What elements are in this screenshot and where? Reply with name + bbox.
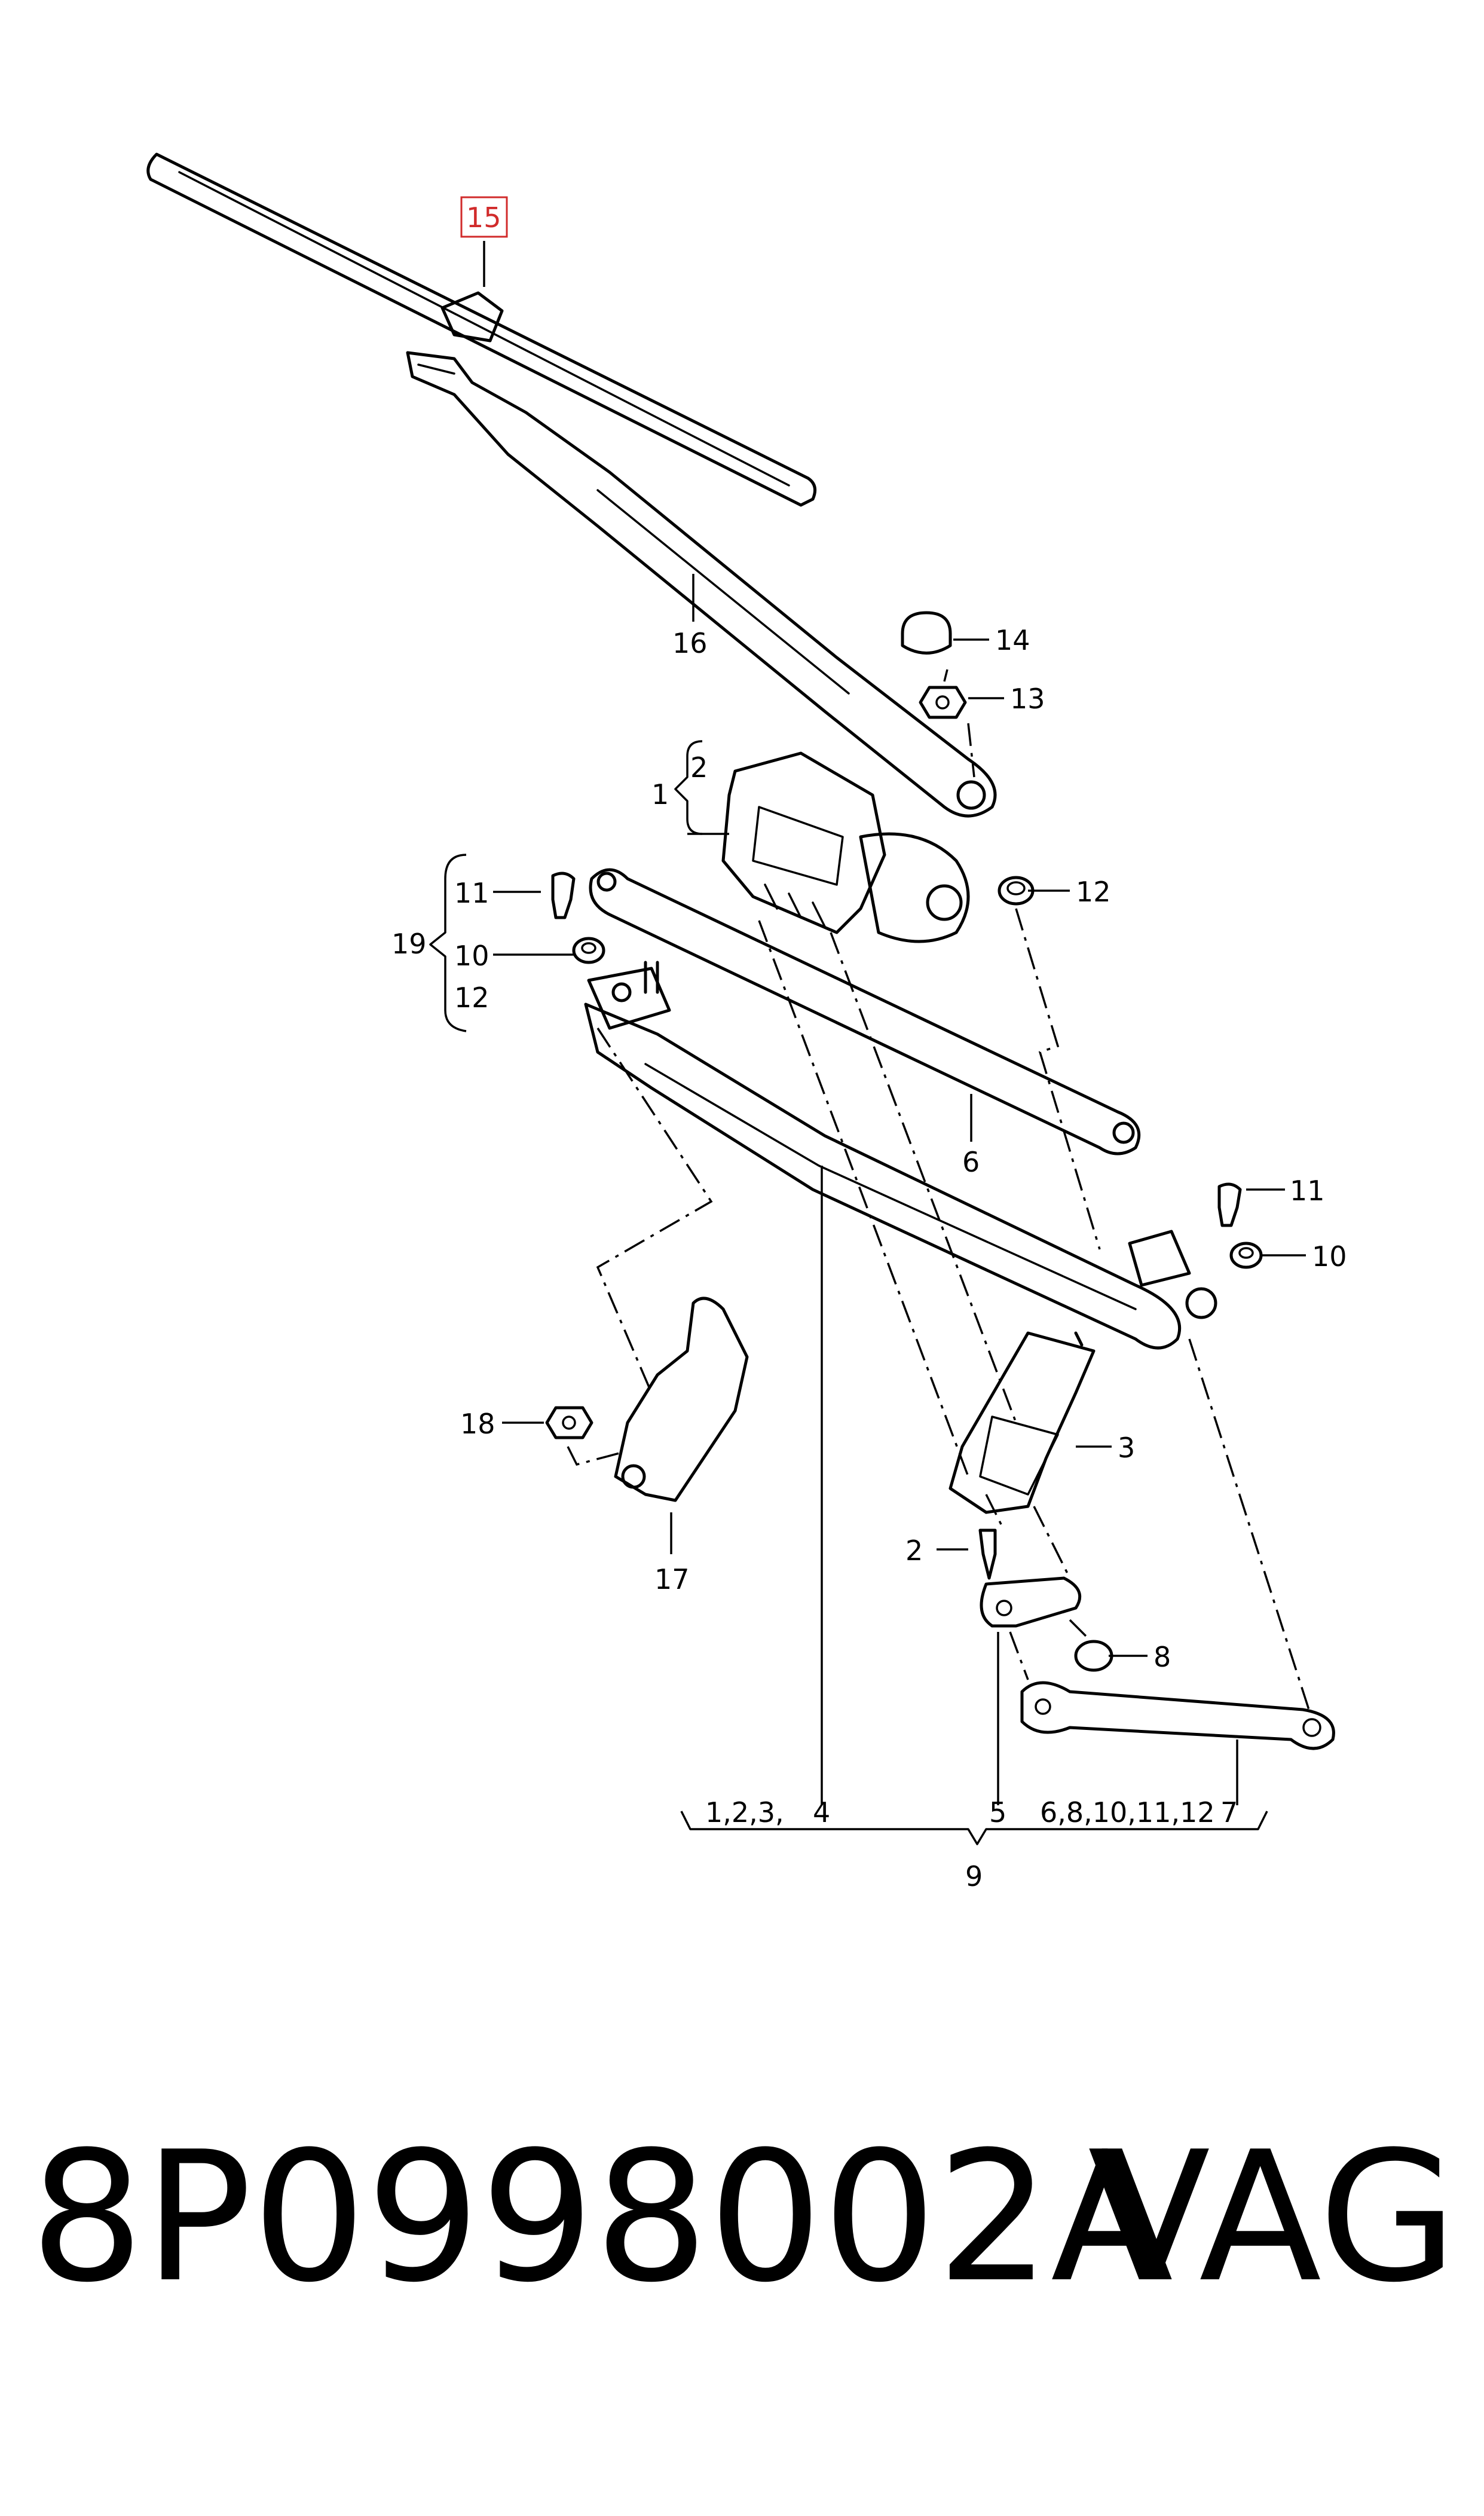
callout-10-left[interactable]: 10 bbox=[454, 940, 489, 972]
callout-16[interactable]: 16 bbox=[672, 627, 708, 659]
callout-12-left[interactable]: 12 bbox=[454, 982, 489, 1014]
washer-right bbox=[1229, 1242, 1263, 1269]
wiper-motor bbox=[721, 751, 970, 943]
callout-14[interactable]: 14 bbox=[995, 624, 1030, 656]
assembly-lines bbox=[567, 669, 1310, 1710]
brand-name: VAG bbox=[1088, 2113, 1458, 2322]
bracket-label-6-8-10-11-12: 6,8,10,11,12 bbox=[1040, 1796, 1215, 1829]
side-bracket bbox=[614, 1297, 749, 1502]
arm-nut bbox=[919, 686, 967, 719]
callout-11-right[interactable]: 11 bbox=[1290, 1175, 1325, 1207]
callout-6[interactable]: 6 bbox=[962, 1146, 980, 1178]
callout-12-right[interactable]: 12 bbox=[1076, 876, 1111, 908]
nut-bottom bbox=[1074, 1640, 1113, 1672]
callout-2-top[interactable]: 2 bbox=[690, 751, 708, 784]
grommet-right bbox=[998, 876, 1035, 906]
callout-10-right[interactable]: 10 bbox=[1312, 1240, 1347, 1273]
callout-7[interactable]: 7 bbox=[1220, 1796, 1238, 1829]
callout-15-text: 15 bbox=[466, 201, 501, 234]
callout-19[interactable]: 19 bbox=[391, 928, 427, 960]
leader-lines bbox=[483, 241, 1306, 1805]
connecting-rod bbox=[1020, 1681, 1335, 1750]
bracket-label-4: 4 bbox=[813, 1796, 830, 1829]
callout-11-left[interactable]: 11 bbox=[454, 877, 489, 909]
wiper-arm bbox=[406, 351, 997, 818]
bracket-label-5: 5 bbox=[989, 1796, 1006, 1829]
part-number: 8P0998002A bbox=[30, 2113, 1174, 2322]
washer-left bbox=[572, 937, 605, 964]
callout-17[interactable]: 17 bbox=[654, 1563, 690, 1595]
callout-1[interactable]: 1 bbox=[651, 778, 669, 811]
motor-bracket bbox=[948, 1331, 1096, 1514]
callout-3[interactable]: 3 bbox=[1118, 1432, 1135, 1464]
callout-9[interactable]: 9 bbox=[965, 1860, 983, 1893]
side-nut bbox=[545, 1406, 593, 1439]
link-lever bbox=[980, 1576, 1082, 1628]
drive-rod bbox=[589, 868, 1141, 1155]
bolt-right bbox=[1217, 1182, 1242, 1227]
arm-cap bbox=[901, 611, 952, 655]
bolt-bottom bbox=[978, 1528, 997, 1580]
brace-group-19 bbox=[429, 854, 467, 1032]
brace-group-9 bbox=[680, 1811, 1268, 1845]
brace-group-1 bbox=[674, 740, 703, 835]
wiper-frame bbox=[584, 961, 1217, 1350]
callout-15[interactable]: 15 bbox=[460, 196, 508, 238]
callout-8[interactable]: 8 bbox=[1153, 1641, 1171, 1673]
bracket-label-1-2-3: 1,2,3, bbox=[705, 1796, 784, 1829]
callout-2-bottom[interactable]: 2 bbox=[905, 1534, 923, 1567]
callout-18[interactable]: 18 bbox=[460, 1408, 495, 1440]
callout-13[interactable]: 13 bbox=[1010, 683, 1045, 715]
wiper-blade bbox=[146, 152, 817, 507]
bolt-left bbox=[551, 872, 576, 919]
